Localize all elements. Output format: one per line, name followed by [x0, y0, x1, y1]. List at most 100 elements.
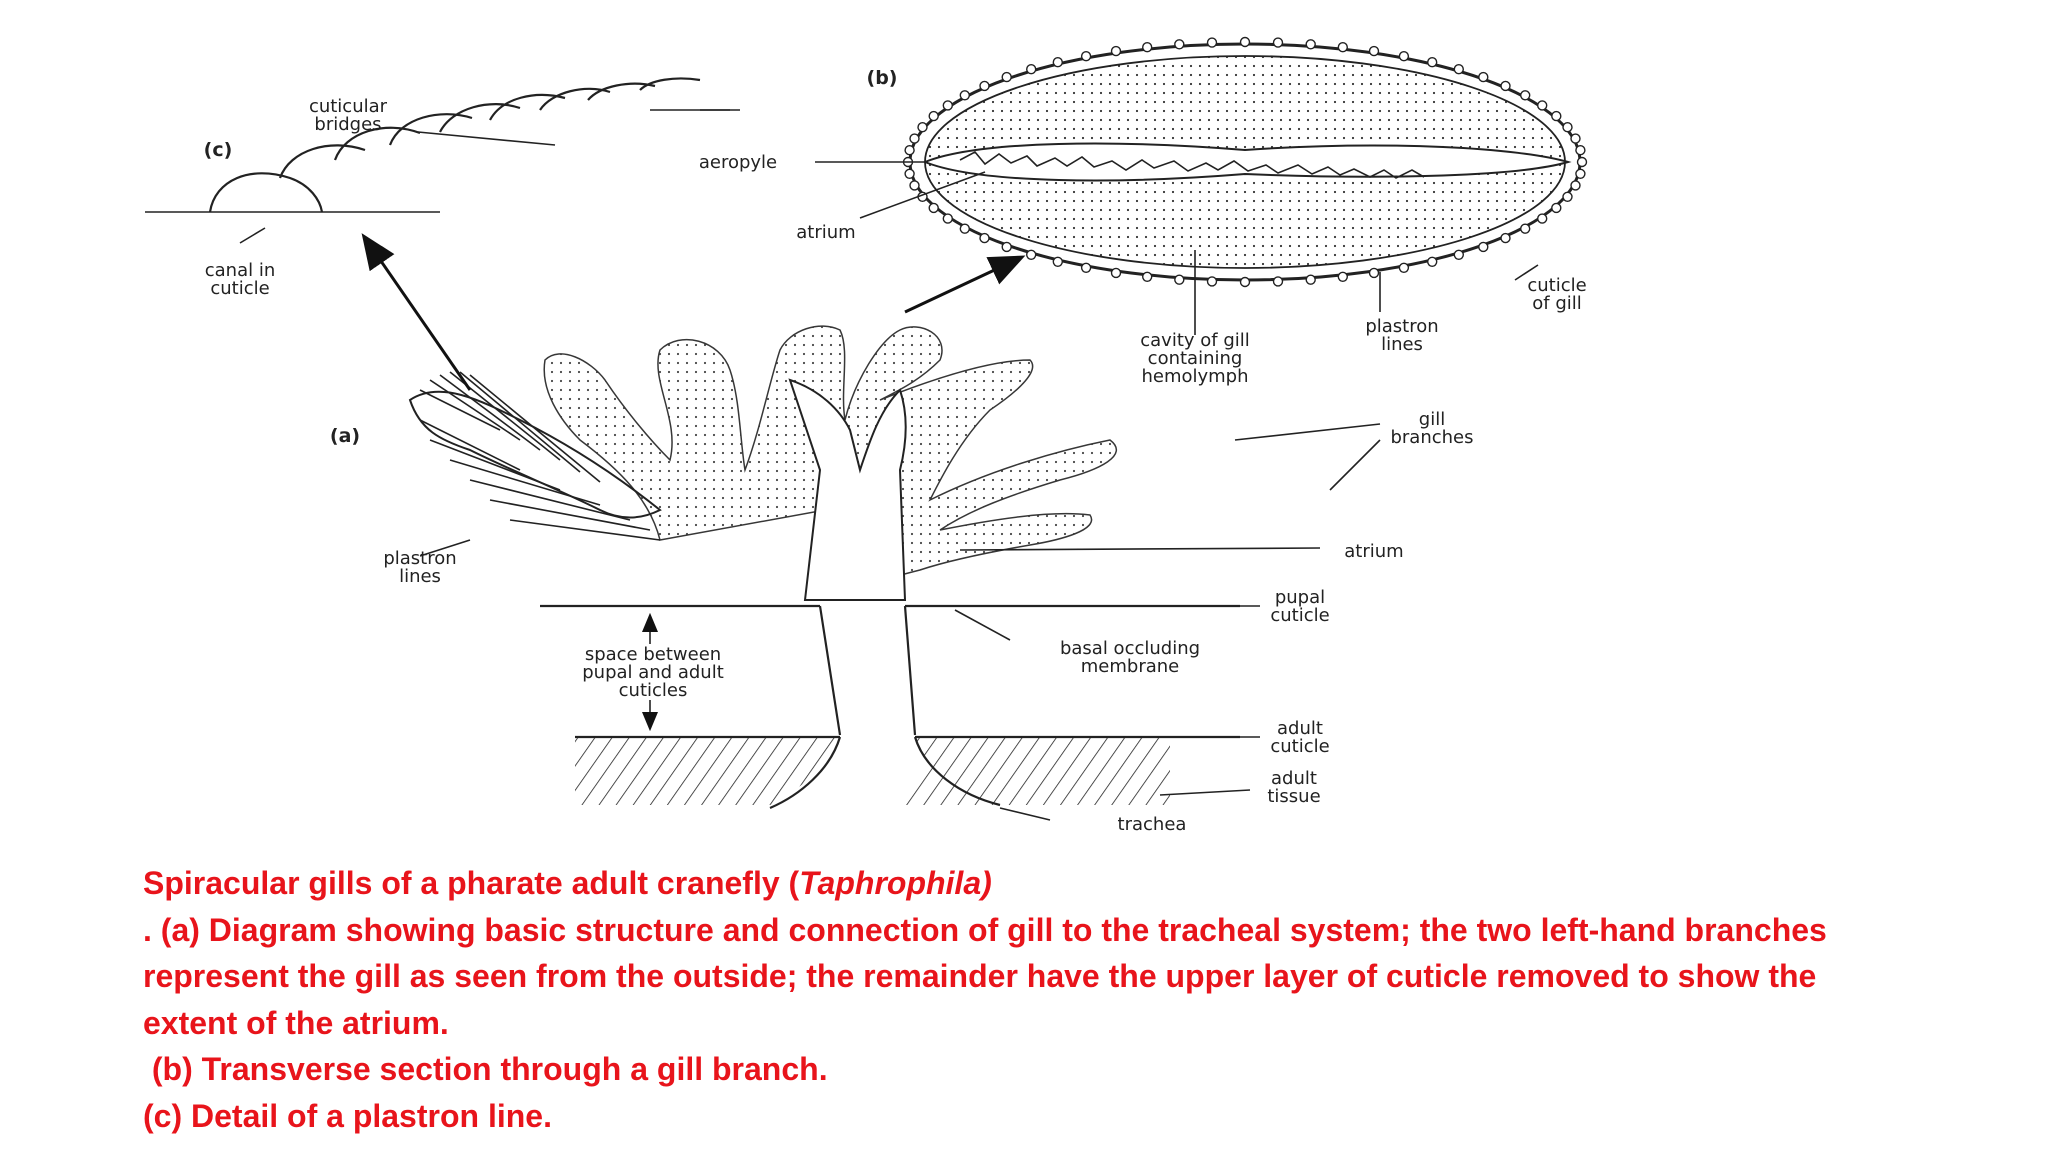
- cuticle-knob: [979, 80, 990, 92]
- label-line: tissue: [1267, 786, 1320, 807]
- label-line: hemolymph: [1141, 366, 1248, 387]
- cuticle-knob: [1368, 267, 1380, 279]
- cuticle-knob: [904, 168, 915, 180]
- atrium-b-texture: [959, 150, 1425, 179]
- caption-line-2: . (a) Diagram showing basic structure an…: [143, 911, 1827, 948]
- caption-line-1: Spiracular gills of a pharate adult cran…: [143, 860, 1943, 907]
- cuticle-knob: [1570, 180, 1581, 191]
- arrow-to-panel-c: [361, 233, 472, 391]
- cuticle-knob: [1272, 37, 1284, 48]
- label-line: cuticular: [309, 96, 388, 117]
- cuticle-knob: [1478, 71, 1489, 83]
- label-line: cavity of gill: [1140, 330, 1250, 351]
- label-line: plastron: [1365, 316, 1438, 337]
- cuticle-knob: [942, 100, 953, 111]
- cuticle-knob: [909, 180, 920, 191]
- cuticle-knob: [1025, 63, 1037, 75]
- label-line: basal occluding: [1060, 638, 1200, 659]
- cuticle-knob: [1337, 42, 1349, 53]
- cuticle-knob: [959, 90, 970, 101]
- label-line: cuticles: [619, 680, 688, 701]
- cuticle-knob: [1110, 45, 1122, 57]
- cuticle-knob: [1305, 39, 1316, 50]
- figure-caption: Spiracular gills of a pharate adult cran…: [143, 860, 1943, 1139]
- cuticle-knob: [909, 133, 920, 144]
- caption-genus: Taphrophila): [799, 865, 992, 901]
- cuticle-knob: [1110, 267, 1122, 279]
- cuticle-knob: [1576, 156, 1588, 168]
- gill-cuticle-knobs: [902, 36, 1588, 288]
- cuticle-knob: [1001, 241, 1012, 253]
- cuticle-knob: [1575, 144, 1586, 156]
- atrium-b-shape: [922, 142, 1572, 182]
- cuticle-knob: [979, 232, 990, 244]
- label-line: cuticle: [1270, 736, 1329, 757]
- cuticle-knob: [1575, 168, 1586, 180]
- cuticle-knob: [1562, 191, 1573, 203]
- cuticle-knob: [1426, 57, 1438, 68]
- label-line: cuticle: [1527, 275, 1586, 296]
- cuticle-knob: [1398, 51, 1410, 62]
- outer-branches: [408, 390, 662, 519]
- label-line: adult: [1277, 718, 1323, 739]
- label-line: branches: [1390, 427, 1473, 448]
- cuticle-knob: [1519, 90, 1531, 101]
- panel-a-gill: [408, 325, 1240, 810]
- cuticle-knob: [1453, 249, 1465, 261]
- cuticle-knob: [1305, 274, 1316, 285]
- cuticle-knob: [1536, 100, 1548, 111]
- caption-line-3: represent the gill as seen from the outs…: [143, 958, 1817, 994]
- cuticle-knob: [1052, 256, 1064, 267]
- label-line: membrane: [1081, 656, 1179, 677]
- leader-lines: [239, 131, 1539, 821]
- label-line: lines: [399, 566, 441, 587]
- cuticle-knob: [1001, 71, 1012, 83]
- cuticle-knob: [1239, 276, 1251, 288]
- cuticle-knob: [928, 202, 939, 214]
- panel-label-a: (a): [330, 425, 360, 447]
- cuticle-knob: [1570, 133, 1581, 144]
- label-line: of gill: [1532, 293, 1582, 314]
- cuticle-knob: [1206, 276, 1218, 287]
- label-line: containing: [1148, 348, 1243, 369]
- cuticle-knob: [1080, 51, 1092, 62]
- cuticle-knob: [1426, 256, 1438, 267]
- label-line: atrium: [1344, 541, 1403, 562]
- cuticle-knob: [1551, 202, 1562, 214]
- label-atrium-b: atrium: [796, 222, 855, 243]
- arrow-to-panel-b: [904, 255, 1026, 314]
- label-atrium-a: atrium: [1344, 541, 1403, 562]
- cuticle-knob: [928, 110, 939, 122]
- cuticle-knob: [1080, 262, 1092, 273]
- label-line: bridges: [314, 114, 381, 135]
- cuticle-knob: [917, 121, 928, 133]
- panel-c-detail: [145, 77, 740, 213]
- cuticle-knob: [1500, 232, 1511, 244]
- cuticle-knob: [1562, 121, 1573, 133]
- cuticle-knob: [1368, 45, 1380, 57]
- caption-line-6: (c) Detail of a plastron line.: [143, 1097, 552, 1134]
- gill-trunk: [788, 378, 907, 601]
- cuticle-knob: [1500, 80, 1511, 92]
- cuticle-knob: [1025, 249, 1037, 261]
- gill-stalk: [818, 605, 917, 736]
- trachea-tube: [769, 736, 1001, 810]
- cuticle-knob: [1337, 271, 1349, 282]
- label-trachea: trachea: [1118, 814, 1187, 835]
- label-line: cuticle: [210, 278, 269, 299]
- cuticle-knob: [1398, 262, 1410, 273]
- label-aeropyle: aeropyle: [699, 152, 777, 173]
- caption-title: Spiracular gills of a pharate adult cran…: [143, 865, 800, 901]
- cuticle-knob: [942, 213, 953, 224]
- label-line: adult: [1271, 768, 1317, 789]
